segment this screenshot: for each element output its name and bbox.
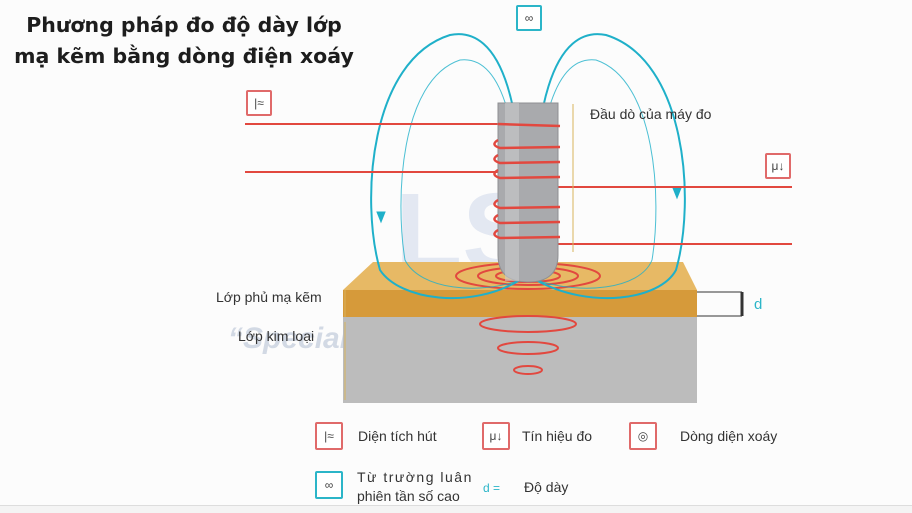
coil <box>493 122 561 240</box>
thickness-marker <box>697 291 744 317</box>
coating-label: Lớp phủ mạ kẽm <box>216 289 322 305</box>
metal-layer <box>343 317 697 403</box>
thickness-label: d <box>754 296 763 313</box>
alternating-field-icon: ∞ <box>516 5 542 31</box>
attraction-charge-icon: |≈ <box>246 90 272 116</box>
attraction-charge-icon: |≈ <box>315 422 343 450</box>
legend-label: Tín hiệu đo <box>522 428 593 444</box>
measured-signal-icon: μ↓ <box>765 153 791 179</box>
coating-layer <box>343 290 697 317</box>
metal-label: Lớp kim loại <box>238 328 315 344</box>
legend-label: Độ dày <box>524 479 569 495</box>
measured-signal-icon: μ↓ <box>482 422 510 450</box>
legend-label: phiên tần số cao <box>357 488 460 504</box>
page-title: Phương pháp đo độ dày lớp mạ kẽm bằng dò… <box>14 13 354 68</box>
thickness-symbol: d = <box>483 481 501 495</box>
legend-label: Dòng diện xoáy <box>680 428 778 444</box>
eddy-current-icon: ◎ <box>629 422 657 450</box>
legend-label: Từ trường luân <box>357 469 473 485</box>
alternating-field-icon: ∞ <box>315 471 343 499</box>
legend-label: Diện tích hút <box>358 428 437 444</box>
probe-label: Đầu dò của máy đo <box>590 106 712 122</box>
coil-wires <box>245 123 792 245</box>
